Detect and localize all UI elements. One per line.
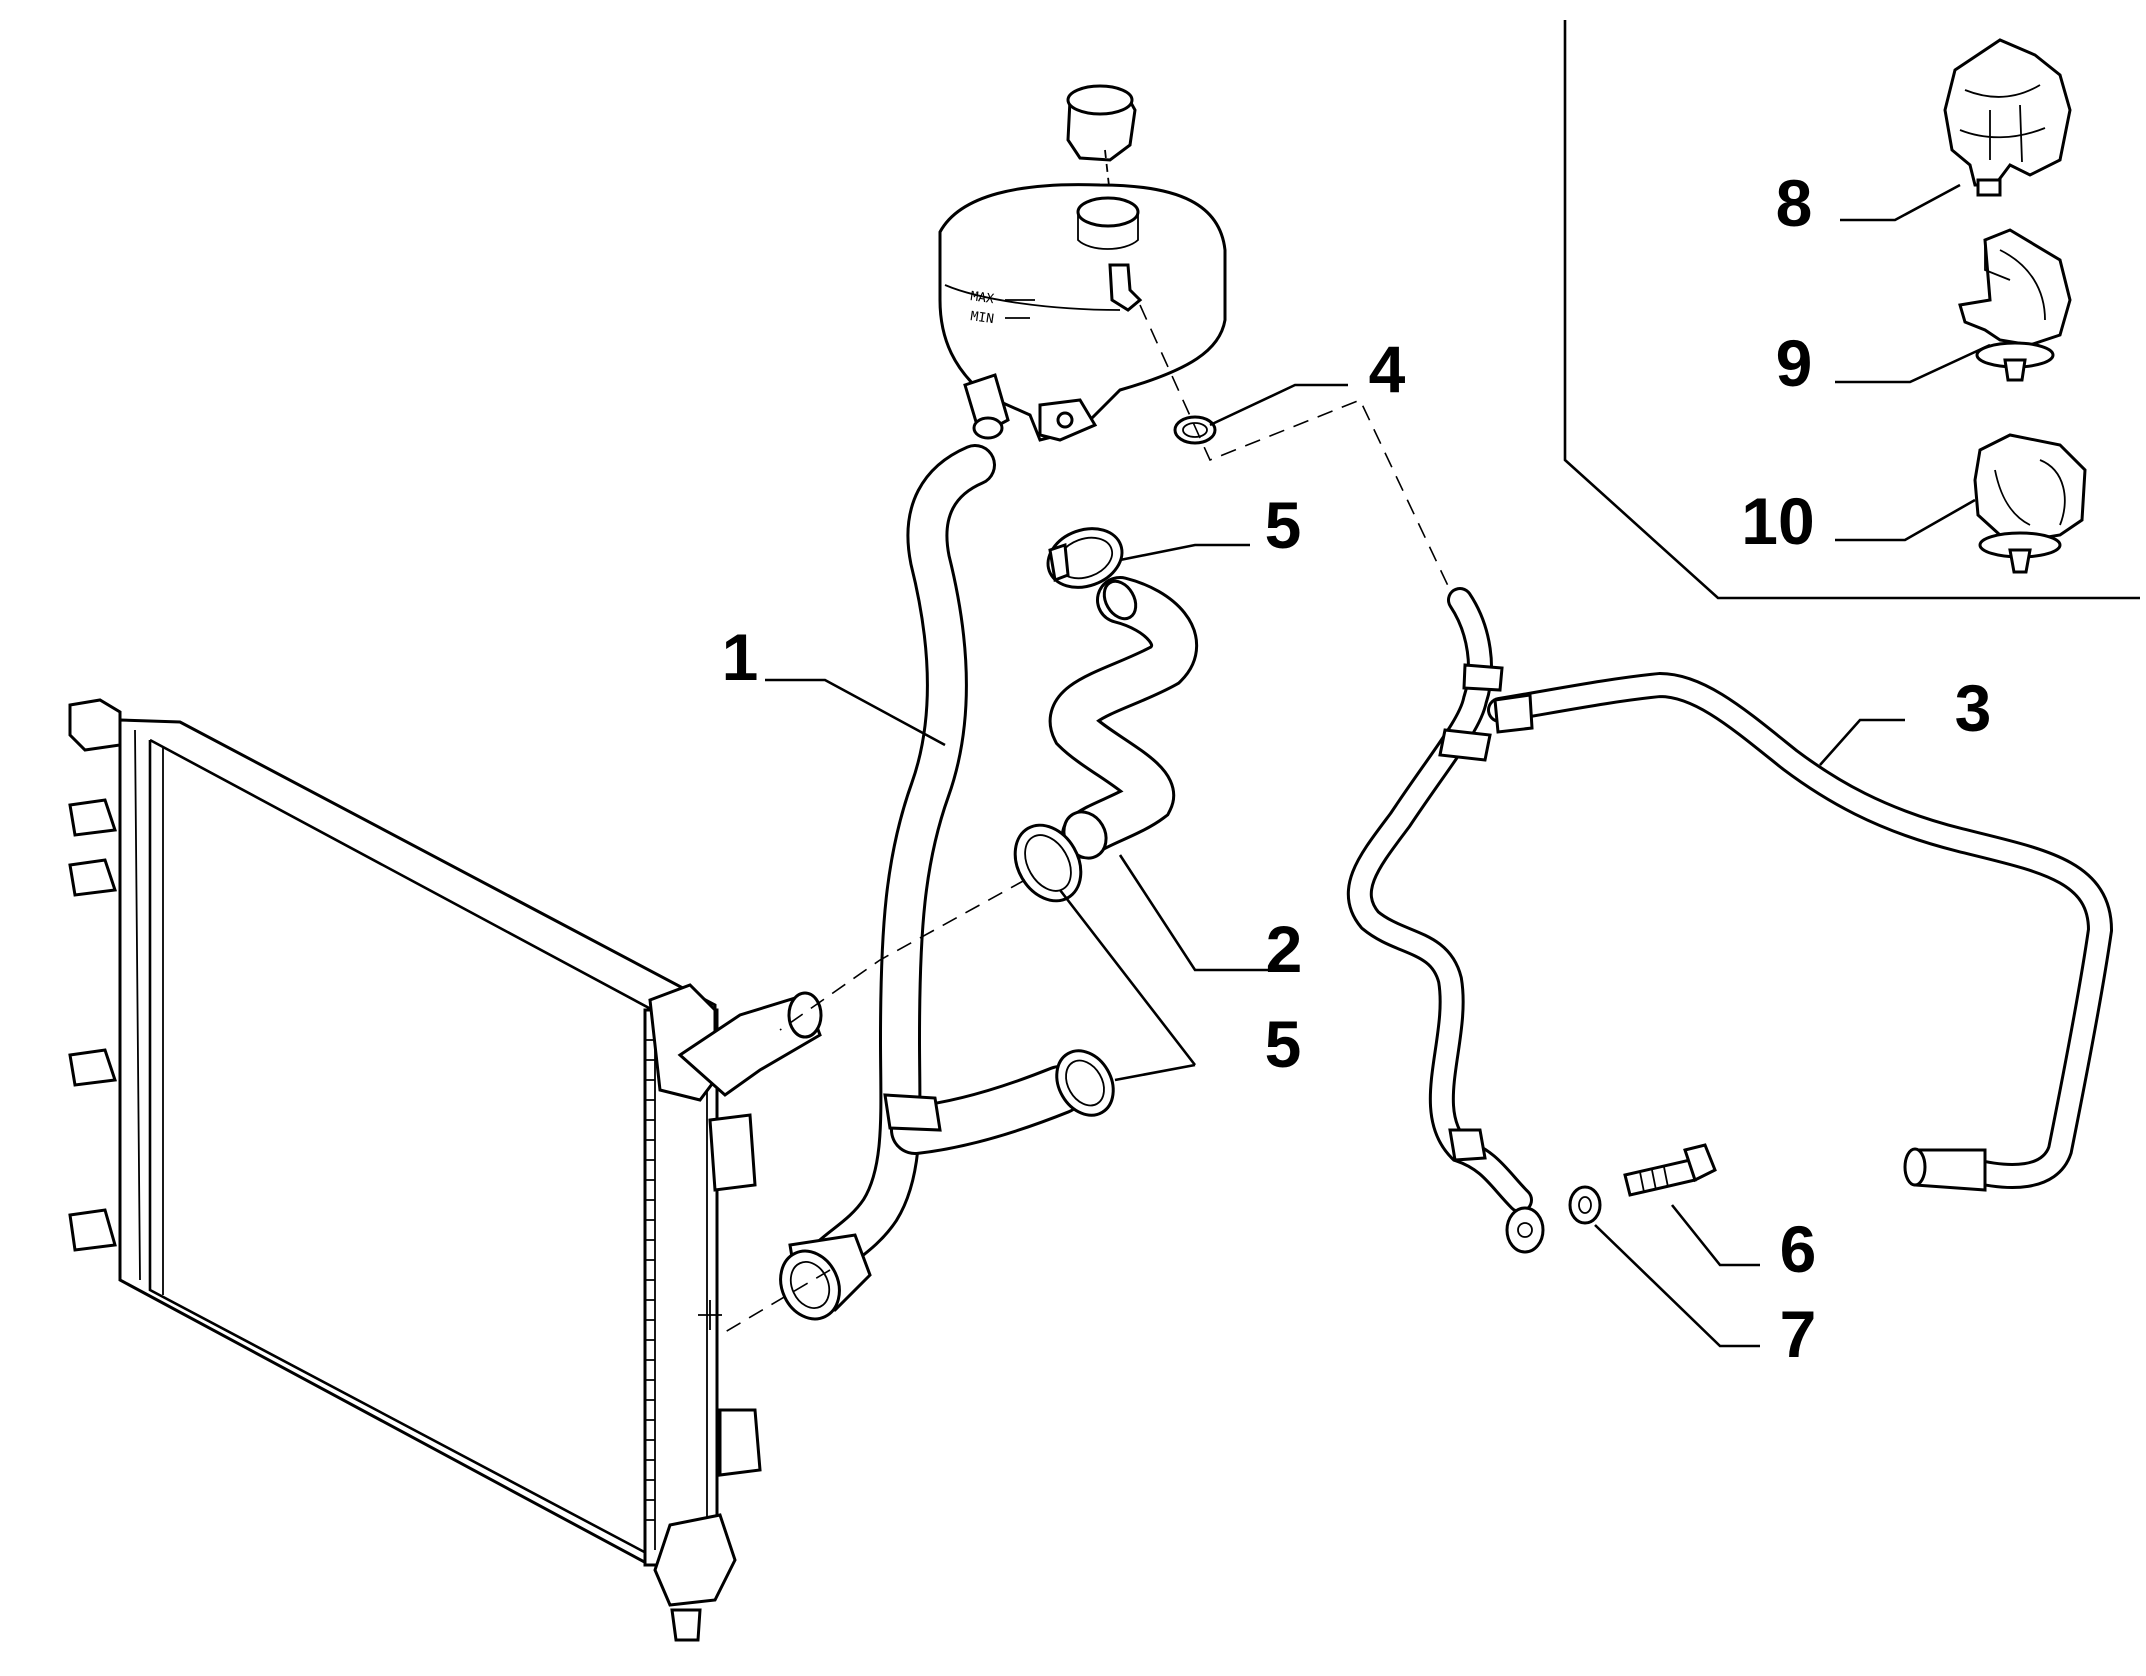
alignment-dash-lines <box>719 304 1451 1336</box>
clamp-part-5-lower <box>1055 1049 1115 1117</box>
label-part-10: 10 <box>1741 484 1814 558</box>
tank-max-mark: MAX <box>969 289 995 307</box>
part-labels: 1 2 3 4 5 5 6 7 8 9 10 <box>722 166 1992 1371</box>
label-part-5-lower: 5 <box>1265 1007 1302 1081</box>
expansion-tank: MAX MIN <box>938 84 1227 442</box>
radiator <box>68 698 823 1642</box>
clamp-part-5-upper <box>1046 527 1124 589</box>
label-part-2: 2 <box>1266 912 1303 986</box>
hose-part-3 <box>1346 587 2114 1254</box>
label-part-3: 3 <box>1955 671 1992 745</box>
label-part-1: 1 <box>722 620 759 694</box>
clip-part-9 <box>1958 228 2072 382</box>
hose-part-1 <box>779 444 1085 1321</box>
bolt-part-6 <box>1623 1143 1717 1197</box>
hose-part-2 <box>1048 576 1198 860</box>
washer-part-7 <box>1568 1185 1602 1225</box>
clip-part-10 <box>1973 433 2087 574</box>
leader-lines <box>765 183 1991 1348</box>
clamp-part-4 <box>1173 415 1217 445</box>
label-part-9: 9 <box>1776 326 1813 400</box>
tank-min-mark: MIN <box>969 309 994 327</box>
label-part-6: 6 <box>1780 1212 1817 1286</box>
label-part-8: 8 <box>1776 166 1813 240</box>
clamp-part-5-middle <box>1013 823 1083 903</box>
label-part-4: 4 <box>1369 332 1406 406</box>
label-part-7: 7 <box>1780 1297 1817 1371</box>
label-part-5-upper: 5 <box>1265 488 1302 562</box>
clip-inset-frame <box>1563 20 2140 600</box>
clip-part-8 <box>1943 38 2072 197</box>
